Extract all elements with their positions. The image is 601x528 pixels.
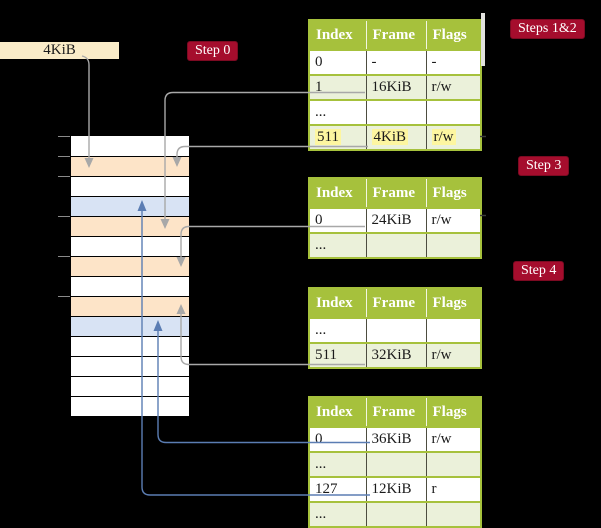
table-row: ... [309,501,481,527]
stack-row [71,256,189,276]
table-row: ... [309,232,481,258]
table-cell [425,99,481,125]
header-cell: Flags [425,288,481,318]
table-cell [365,232,426,258]
table-cell: r/w [425,74,481,100]
table-cell: r/w [425,342,481,368]
table-header-row: Index Frame Flags [309,397,481,427]
tick-mark [58,256,70,257]
step3-badge: Step 3 [518,156,570,176]
tick-mark [58,136,70,137]
steps12-badge: Steps 1&2 [510,19,585,39]
stack-row [71,376,189,396]
table-row: ... [309,451,481,477]
table-row: 0 24KiB r/w [309,207,481,233]
table-row: 0 36KiB r/w [309,426,481,452]
table-cell [425,317,481,343]
table-cell: 24KiB [365,207,426,233]
tick-mark [58,216,70,217]
header-cell: Frame [365,178,426,208]
table-cell [365,501,426,527]
table-row: ... [309,99,481,125]
table-row: 1 16KiB r/w [309,74,481,100]
highlighted-value: 4KiB [371,129,409,145]
table-cell: 32KiB [365,342,426,368]
step4-badge: Step 4 [513,261,565,281]
header-cell: Flags [425,397,481,427]
table-cell: 0 [309,49,366,75]
header-cell: Index [309,178,366,208]
table-cell: - [365,49,426,75]
tick-mark [58,296,70,297]
page-size-box: 4KiB [0,42,119,59]
stack-row [71,196,189,216]
tick-mark [58,176,70,177]
stack-row [71,396,189,416]
table-cell: 511 [309,342,366,368]
tick-mark [58,156,70,157]
table-cell: 36KiB [365,426,426,452]
stack-row [71,176,189,196]
table-cell: r [425,476,481,502]
header-cell: Index [309,288,366,318]
table-cell: ... [309,317,366,343]
header-cell: Index [309,397,366,427]
table-header-row: Index Frame Flags [309,288,481,318]
stack-row [71,356,189,376]
table-row: 0 - - [309,49,481,75]
table-cell: 127 [309,476,366,502]
stack-row [71,156,189,176]
table-cell: ... [309,501,366,527]
page-table-4: Index Frame Flags 0 36KiB r/w ... 127 12… [308,396,482,528]
highlighted-value: r/w [431,129,456,145]
table-cell: r/w [425,207,481,233]
header-cell: Flags [425,178,481,208]
memory-stack [70,135,190,416]
step0-badge: Step 0 [187,41,239,61]
stack-row [71,316,189,336]
table-cell: 511 [309,124,366,150]
table-cell: ... [309,232,366,258]
stack-row [71,216,189,236]
table-row-highlighted: 511 4KiB r/w [309,124,481,150]
table-cell: r/w [425,124,481,150]
header-cell: Index [309,20,366,50]
table-header-row: Index Frame Flags [309,20,481,50]
table-cell: 0 [309,207,366,233]
page-table-2: Index Frame Flags 0 24KiB r/w ... [308,177,482,259]
table-cell: 1 [309,74,366,100]
table-cell [365,317,426,343]
header-cell: Frame [365,20,426,50]
table-cell: 4KiB [365,124,426,150]
table-cell: ... [309,451,366,477]
table-row: ... [309,317,481,343]
table-cell: 12KiB [365,476,426,502]
stack-row [71,296,189,316]
stack-row [71,336,189,356]
table-cell [425,501,481,527]
table-cell [365,99,426,125]
table-cell [365,451,426,477]
highlighted-value: 511 [315,129,341,145]
header-cell: Frame [365,397,426,427]
table-cell: r/w [425,426,481,452]
header-cell: Flags [425,20,481,50]
table-cell: - [425,49,481,75]
stack-row [71,276,189,296]
table-cell [425,451,481,477]
header-cell: Frame [365,288,426,318]
table-cell: 0 [309,426,366,452]
table-row: 511 32KiB r/w [309,342,481,368]
table-cell [425,232,481,258]
page-table-1: Index Frame Flags 0 - - 1 16KiB r/w ... … [308,19,482,151]
table-cell: ... [309,99,366,125]
table-row: 127 12KiB r [309,476,481,502]
page-table-3: Index Frame Flags ... 511 32KiB r/w [308,287,482,369]
table-cell: 16KiB [365,74,426,100]
stack-row [71,236,189,256]
stack-row [71,136,189,156]
table-header-row: Index Frame Flags [309,178,481,208]
table1-right-edge [481,13,485,66]
